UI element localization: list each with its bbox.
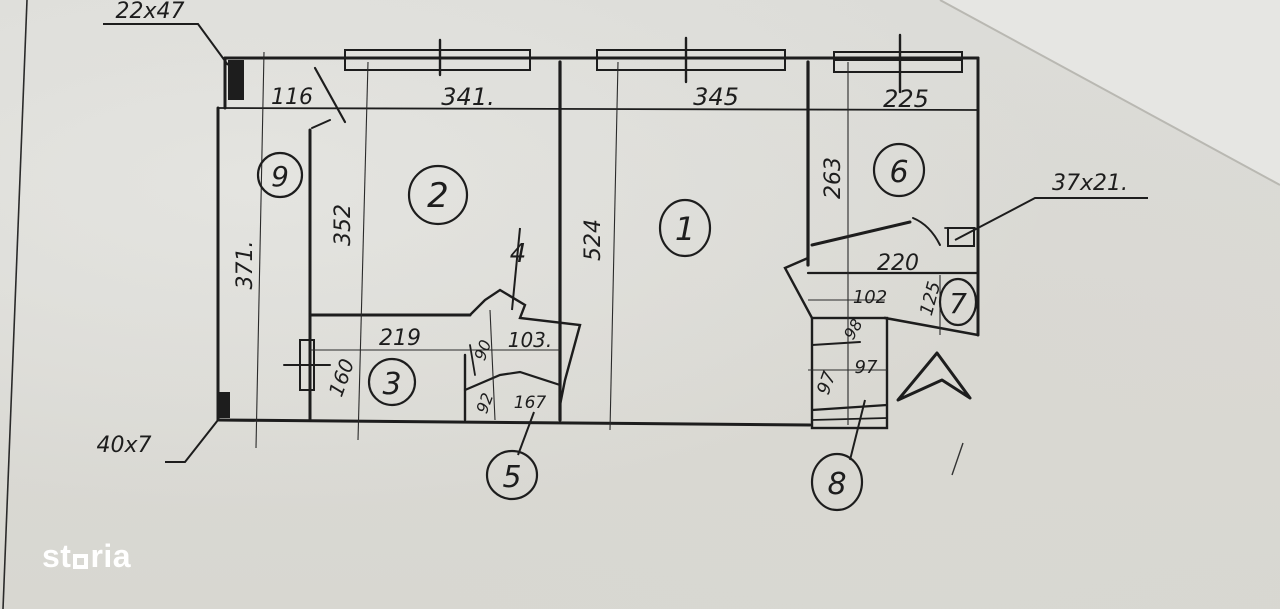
room-5-circle <box>485 449 539 501</box>
room-8-circle <box>810 452 864 512</box>
dim-room4-width: 103. <box>508 328 553 352</box>
logo-text-suffix: ria <box>90 538 132 574</box>
margin-line <box>2 0 28 609</box>
room-3-circle <box>367 357 417 407</box>
room-2-label: 2 <box>427 176 449 216</box>
dim-room9-length: 371. <box>233 241 258 290</box>
dim-room6-length: 263 <box>821 157 846 199</box>
room-5-label: 5 <box>502 460 521 495</box>
room-3-label: 3 <box>382 367 401 402</box>
dim-hall-width: 220 <box>877 251 919 276</box>
dim-room2-length: 352 <box>331 204 356 246</box>
callout-column-top-left: 22x47 <box>115 0 184 24</box>
room-8-label: 8 <box>827 467 846 502</box>
room-6-circle <box>872 142 926 198</box>
callout-column-bottom-left: 40x7 <box>96 433 151 458</box>
room-9-label: 9 <box>271 160 289 193</box>
dim-room3-width: 219 <box>379 326 421 351</box>
dim-room3-length: 160 <box>324 356 360 400</box>
room-4-label: 4 <box>510 239 527 269</box>
room-markers <box>256 142 978 512</box>
room-1-circle <box>658 198 712 258</box>
room-9-circle <box>256 151 304 199</box>
dimension-lines <box>255 51 941 449</box>
callout-duct: 37x21. <box>1052 171 1128 196</box>
room-2-circle <box>407 164 469 226</box>
callout-leaders <box>103 23 1148 463</box>
dim-room5-width: 167 <box>514 393 547 413</box>
dim-room1-length: 524 <box>581 219 606 261</box>
logo-text-prefix: st <box>42 538 72 574</box>
north-arrow-icon <box>896 351 972 402</box>
room-7-label: 7 <box>949 287 967 320</box>
pen-mark <box>951 442 964 476</box>
column-top-left <box>228 60 244 100</box>
dim-room8-top: 98 <box>840 316 867 343</box>
room-7-circle <box>938 277 978 327</box>
room-1-label: 1 <box>675 210 695 248</box>
column-bottom-left <box>218 392 230 418</box>
dim-room8-length: 97 <box>813 368 841 397</box>
dim-room2-width: 341. <box>441 83 494 111</box>
dim-room1-width: 345 <box>693 83 739 111</box>
room-6-label: 6 <box>889 155 908 190</box>
logo-square-o <box>73 554 89 569</box>
dim-room9-width: 116 <box>271 85 313 110</box>
walls <box>216 33 980 430</box>
dim-room6-width: 225 <box>883 85 929 113</box>
dim-room8-width: 97 <box>855 357 878 378</box>
dim-hall-depth: 102 <box>853 287 887 308</box>
